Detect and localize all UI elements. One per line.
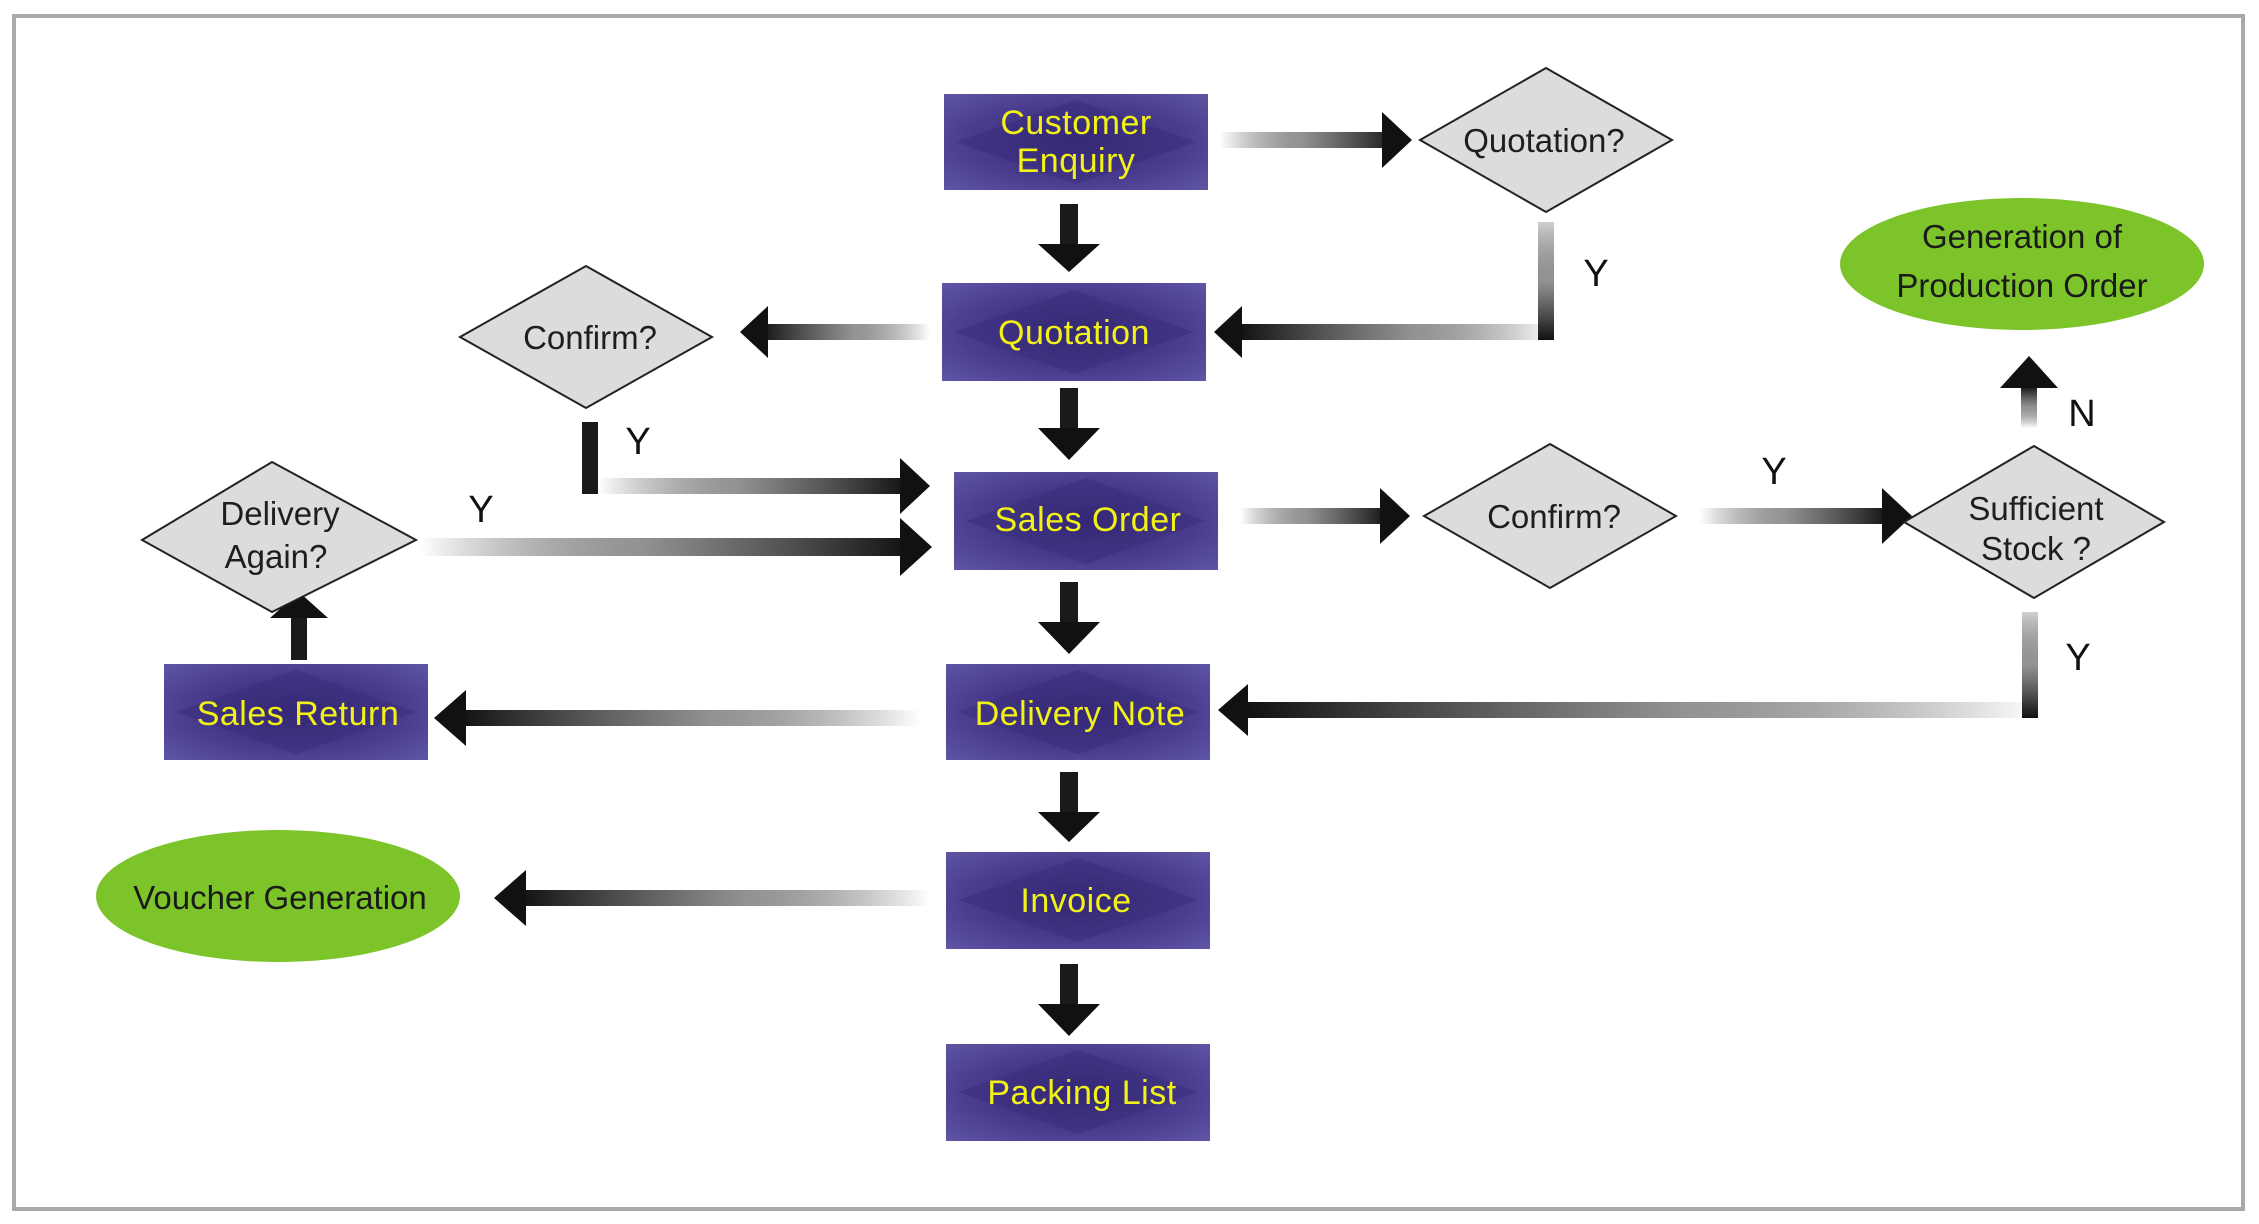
box-quotation-label: Quotation [998, 314, 1150, 352]
arrow-stock-to-production-order [2000, 356, 2058, 428]
box-sales-order: Sales Order [954, 472, 1218, 570]
arrow-sales-order-to-delivery-note [1038, 582, 1100, 654]
label-confirm-left-yes: Y [625, 421, 650, 463]
box-sales-return-label: Sales Return [197, 695, 400, 733]
decision-quotation: Quotation? [1417, 66, 1675, 214]
decision-sufficient-stock-line2: Stock ? [1981, 530, 2091, 567]
decision-quotation-label: Quotation? [1463, 122, 1624, 159]
decision-confirm-right-label: Confirm? [1487, 498, 1621, 535]
box-customer-enquiry-line2: Enquiry [1017, 142, 1136, 180]
box-invoice: Invoice [946, 852, 1210, 949]
arrow-invoice-to-packing-list [1038, 964, 1100, 1036]
decision-delivery-again-line2: Again? [225, 538, 328, 575]
arrow-stock-to-delivery-note [1218, 612, 2038, 736]
arrow-delivery-again-to-sales-order [420, 518, 932, 576]
arrow-quotation-to-sales-order [1038, 388, 1100, 460]
arrow-quotation-q-to-quotation [1214, 222, 1554, 358]
arrow-quotation-to-confirm-left [740, 306, 930, 358]
arrow-confirm-left-to-sales-order [582, 422, 930, 514]
decision-delivery-again: Delivery Again? [139, 460, 419, 614]
decision-sufficient-stock-line1: Sufficient [1968, 490, 2103, 527]
box-customer-enquiry-line1: Customer [1000, 104, 1151, 142]
box-delivery-note: Delivery Note [946, 664, 1210, 760]
decision-confirm-left: Confirm? [457, 264, 715, 410]
decision-confirm-left-label: Confirm? [523, 319, 657, 356]
terminal-production-order-line1: Generation of [1922, 218, 2123, 255]
label-delivery-again-yes: Y [468, 489, 493, 531]
diagram-frame [12, 14, 2245, 1211]
box-sales-order-label: Sales Order [995, 501, 1182, 539]
arrow-delivery-note-to-invoice [1038, 772, 1100, 842]
arrow-invoice-to-voucher [494, 870, 930, 926]
arrow-enquiry-to-quotation [1038, 204, 1100, 272]
box-customer-enquiry: Customer Enquiry [944, 94, 1208, 190]
decision-delivery-again-line1: Delivery [220, 495, 340, 532]
arrow-enquiry-to-quotation-q [1220, 112, 1412, 168]
box-sales-return: Sales Return [164, 664, 428, 760]
box-invoice-label: Invoice [1020, 882, 1131, 920]
terminal-production-order-line2: Production Order [1896, 267, 2147, 304]
arrow-sales-return-to-delivery-again [270, 592, 328, 660]
decision-confirm-right: Confirm? [1421, 442, 1679, 590]
label-quotation-yes: Y [1583, 253, 1608, 295]
decision-sufficient-stock: Sufficient Stock ? [1902, 444, 2166, 600]
arrow-sales-order-to-confirm-right [1240, 488, 1410, 544]
box-delivery-note-label: Delivery Note [975, 695, 1186, 733]
label-stock-yes: Y [2065, 637, 2090, 679]
terminal-voucher-generation: Voucher Generation [96, 830, 460, 962]
arrow-delivery-note-to-sales-return [434, 690, 920, 746]
terminal-voucher-generation-label: Voucher Generation [133, 879, 427, 916]
terminal-production-order: Generation of Production Order [1840, 198, 2204, 330]
arrow-confirm-right-to-stock [1700, 488, 1912, 544]
box-packing-list: Packing List [946, 1044, 1210, 1141]
label-stock-no: N [2068, 393, 2095, 435]
box-quotation: Quotation [942, 283, 1206, 381]
label-confirm-right-yes: Y [1761, 451, 1786, 493]
box-packing-list-label: Packing List [987, 1074, 1176, 1112]
